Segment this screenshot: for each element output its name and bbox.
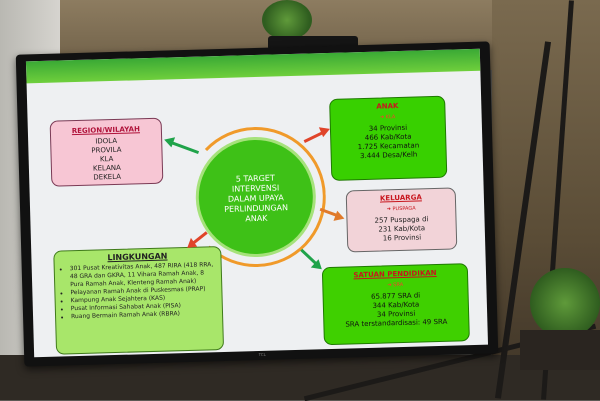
arrow-to-keluarga-icon — [319, 207, 345, 221]
arrow-to-region-icon — [164, 137, 200, 155]
tv-screen: 5 TARGET INTERVENSI DALAM UPAYA PERLINDU… — [25, 48, 489, 358]
arrow-to-anak-icon — [303, 127, 330, 144]
arrow-to-lingkungan-icon — [187, 231, 208, 248]
tv-brand-logo: TCL — [258, 351, 266, 358]
hanging-plant — [262, 0, 312, 40]
planter-box — [520, 330, 600, 370]
arrow-to-pendidikan-icon — [300, 248, 322, 270]
arrows-layer — [164, 127, 345, 270]
television: 5 TARGET INTERVENSI DALAM UPAYA PERLINDU… — [15, 41, 499, 367]
potted-plant — [530, 268, 600, 338]
